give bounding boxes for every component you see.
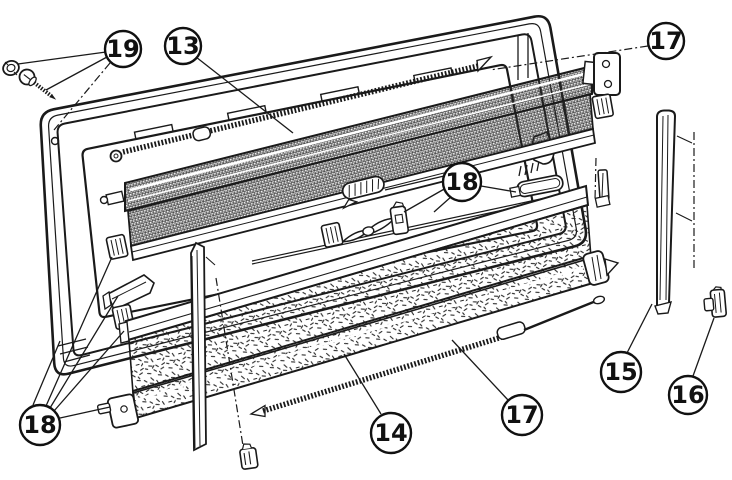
rod-adjuster-bead bbox=[192, 126, 212, 142]
slider-assembly bbox=[320, 201, 410, 249]
leader-16 bbox=[692, 317, 715, 377]
blind-band-left-cap bbox=[118, 321, 130, 344]
rod-eyelet bbox=[109, 149, 123, 163]
leader-19-cap bbox=[17, 51, 107, 65]
left-side-fittings bbox=[102, 233, 155, 331]
rail-bottom-foot bbox=[654, 301, 672, 315]
roller-left-pin bbox=[99, 195, 109, 205]
lower-tension-rod bbox=[249, 295, 606, 418]
roller-highlight-2 bbox=[127, 83, 591, 202]
rod-eyelet-hole bbox=[113, 153, 119, 159]
lower-rod-smooth-end bbox=[523, 299, 597, 332]
leader-lines bbox=[17, 45, 715, 419]
leader-17-top bbox=[489, 45, 649, 71]
lower-rod-left-tip bbox=[249, 404, 266, 418]
pull-handle-right bbox=[509, 174, 564, 198]
callout-15-label: 15 bbox=[604, 358, 637, 386]
screw bbox=[18, 68, 57, 100]
callout-17-top: 17 bbox=[646, 21, 686, 61]
leader-17-bottom bbox=[451, 339, 509, 401]
slider-left-clip bbox=[320, 221, 344, 249]
bottom-roller-left-bracket bbox=[96, 393, 139, 429]
rail-end-clip bbox=[703, 286, 727, 318]
roller-left-pivot bbox=[105, 190, 125, 206]
ribbed-grip bbox=[341, 175, 385, 210]
frame-screw-hole bbox=[50, 136, 60, 146]
callout-19: 19 bbox=[103, 29, 143, 69]
upper-winding-rod bbox=[109, 55, 494, 163]
mounting-screw-set bbox=[2, 59, 57, 100]
bottom-center-clip bbox=[239, 443, 259, 470]
blackout-blind bbox=[96, 184, 620, 429]
lower-rod-coupling bbox=[496, 321, 526, 340]
leaders-18-right bbox=[384, 175, 517, 213]
callout-18-left: 18 bbox=[18, 403, 62, 447]
screw-cap bbox=[2, 59, 20, 77]
clip-under-bracket bbox=[591, 93, 615, 120]
rail-adapter-stick bbox=[594, 157, 611, 208]
callout-19-label: 19 bbox=[106, 35, 139, 63]
leader-15 bbox=[626, 303, 653, 354]
callout-14: 14 bbox=[369, 411, 413, 455]
right-guide-rail bbox=[654, 109, 727, 318]
bottom-roller-right-cap bbox=[582, 250, 620, 286]
callout-18-right-label: 18 bbox=[445, 168, 478, 196]
lower-rod-tip bbox=[592, 295, 606, 305]
callout-17-bottom: 17 bbox=[500, 393, 544, 437]
slider-right-clip bbox=[389, 201, 410, 236]
roller-right-bracket bbox=[593, 52, 621, 96]
callout-16: 16 bbox=[667, 374, 709, 416]
callout-17-top-label: 17 bbox=[649, 27, 682, 55]
callout-14-label: 14 bbox=[374, 419, 407, 447]
callout-18-left-label: 18 bbox=[23, 411, 56, 439]
bottom-roller-highlight bbox=[137, 264, 590, 401]
frame-corner-details bbox=[50, 33, 529, 363]
callout-16-label: 16 bbox=[671, 381, 704, 409]
callout-13-label: 13 bbox=[166, 32, 199, 60]
left-guide-rail bbox=[190, 241, 259, 470]
leader-19-axis bbox=[53, 62, 111, 131]
callouts: 19 13 17 18 18 14 17 15 bbox=[18, 21, 709, 455]
callout-15: 15 bbox=[599, 350, 643, 394]
leaders-18-left bbox=[32, 256, 125, 419]
callout-13: 13 bbox=[163, 26, 203, 66]
leader-19-screw bbox=[45, 56, 108, 91]
left-clip-upper bbox=[105, 233, 129, 261]
rod-tip bbox=[476, 55, 494, 73]
callout-17-bottom-label: 17 bbox=[505, 401, 538, 429]
frame-vent-slots bbox=[518, 160, 540, 177]
callout-18-right: 18 bbox=[441, 161, 483, 203]
leader-13 bbox=[195, 56, 294, 134]
roller-highlight bbox=[129, 71, 589, 192]
leader-14 bbox=[343, 353, 382, 415]
